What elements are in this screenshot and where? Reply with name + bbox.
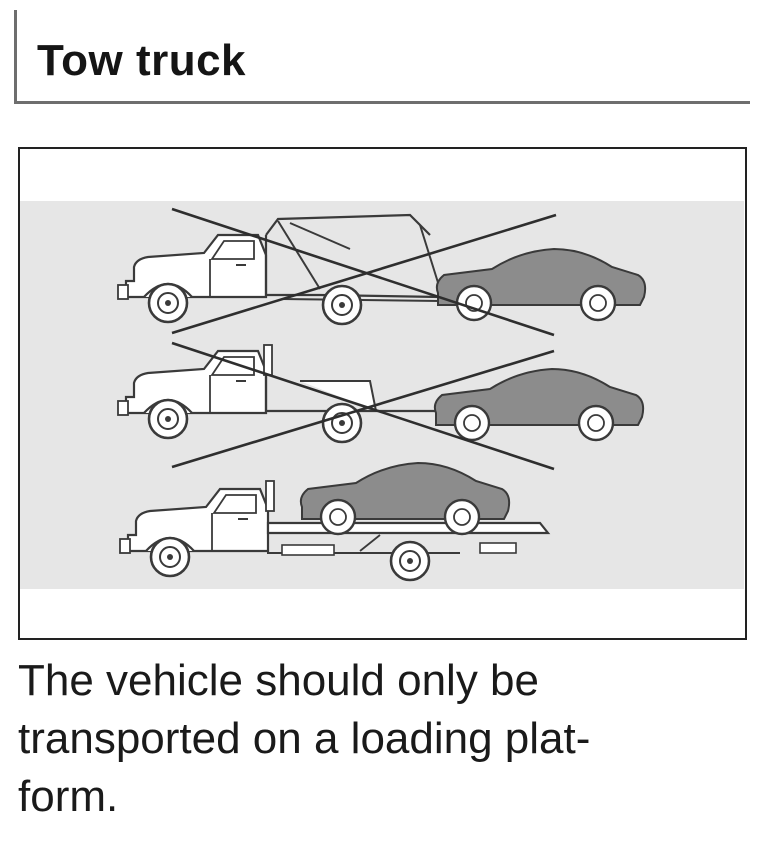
caption-line: The vehicle should only be [18,656,539,705]
page-title: Tow truck [37,36,247,85]
section-heading: Tow truck [14,10,750,104]
cross-line [171,341,555,471]
tow-truck-illustration [20,201,744,589]
cross-line [171,207,555,337]
caption-text: The vehicle should only be transported o… [18,652,738,826]
cross-line [171,349,555,469]
flatbed-tow-truck [118,461,551,582]
wheel-lift-tow-truck [116,341,645,471]
caption-line: form. [18,772,119,821]
cross-line [171,213,557,335]
caption-line: transported on a loading plat- [18,714,591,763]
hook-tow-truck [116,207,647,337]
tow-truck-figure [18,147,747,640]
